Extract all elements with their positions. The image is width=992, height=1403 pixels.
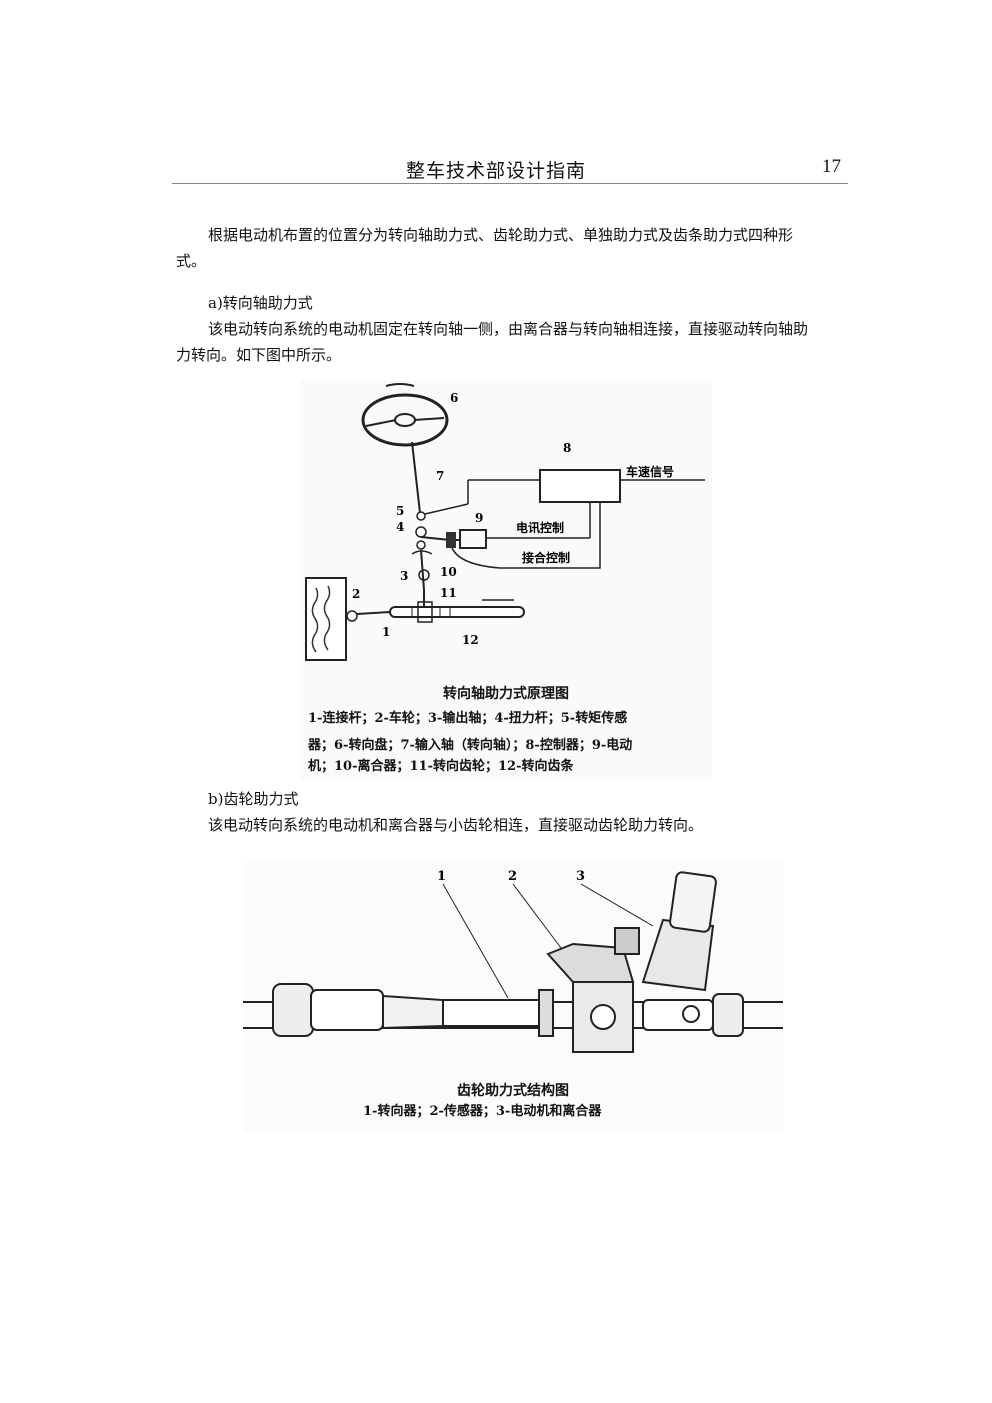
label-1: 1 [382,625,390,639]
intro-paragraph: 根据电动机布置的位置分为转向轴助力式、齿轮助力式、单独助力式及齿条助力式四种形式… [176,226,794,270]
leader-line-1 [442,883,509,999]
label-2: 2 [352,587,360,601]
section-b-paragraph: 该电动转向系统的电动机和离合器与小齿轮相连，直接驱动齿轮助力转向。 [208,816,704,834]
page-number: 17 [822,156,841,177]
input-shaft-shape [411,441,421,514]
label-1: 1 [437,869,446,884]
label-4: 4 [396,520,404,534]
label-2: 2 [508,869,517,884]
label-3: 3 [400,569,408,583]
label-3: 3 [576,869,585,884]
figure-background [300,380,712,780]
label-12: 12 [462,633,479,647]
right-boot-shape [712,993,744,1037]
controller-box [539,469,621,503]
steering-shaft-diagram: 6 8 7 5 4 9 3 10 2 11 1 12 车速信号 电讯控制 接合控… [300,380,712,780]
header-divider [172,183,848,184]
label-6: 6 [450,391,458,405]
label-10: 10 [440,565,457,579]
figure1-caption-line2: 器；6-转向盘；7-输入轴（转向轴）；8-控制器；9-电动 [308,738,633,753]
figure2-caption-title: 齿轮助力式结构图 [457,1083,569,1099]
tie-rod-shape [356,611,391,615]
steering-wheel-shape [361,393,449,447]
label-11: 11 [440,586,457,600]
right-joint-shape [642,999,714,1031]
steering-pinion-shape [417,601,433,623]
figure1-caption-title: 转向轴助力式原理图 [443,686,569,702]
figure1-caption-line1: 1-连接杆；2-车轮；3-输出轴；4-扭力杆；5-转矩传感 [308,711,628,726]
section-a-paragraph: 该电动转向系统的电动机固定在转向轴一侧，由离合器与转向轴相连接，直接驱动转向轴助… [176,320,809,364]
leader-line-3 [580,883,654,927]
clutch-control-label: 接合控制 [522,550,570,565]
rotation-arrow [385,383,415,387]
label-9: 9 [475,511,483,525]
label-8: 8 [563,441,571,455]
speed-signal-label: 车速信号 [626,464,674,479]
steering-rack-shape [389,606,525,618]
label-5: 5 [396,504,404,518]
motor-control-label: 电讯控制 [516,520,564,535]
pinion-assist-drawing: 1 2 3 [243,862,783,1132]
label-7: 7 [436,469,444,483]
steering-gear-tube [442,999,540,1027]
section-b-heading: b)齿轮助力式 [208,790,299,808]
figure-steering-shaft-assist: 6 8 7 5 4 9 3 10 2 11 1 12 车速信号 电讯控制 接合控… [300,380,712,780]
left-boot-shape [272,983,314,1037]
running-header-title: 整车技术部设计指南 [405,160,586,182]
leader-line-2 [512,883,562,949]
motor-shape [641,918,715,992]
section-a-heading: a)转向轴助力式 [208,294,313,312]
motor-cap-shape [669,871,717,933]
figure1-caption-line3: 机；10-离合器；11-转向齿轮；12-转向齿条 [308,759,574,774]
left-joint-shape [310,989,384,1031]
clutch-shape [446,532,456,548]
figure-pinion-assist: 1 2 3 齿轮助力式结构图 1-转向器；2-传感器；3-电动机和离合器 [243,862,783,1132]
figure2-caption-text: 1-转向器；2-传感器；3-电动机和离合器 [363,1104,602,1119]
sensor-shape [546,942,635,983]
